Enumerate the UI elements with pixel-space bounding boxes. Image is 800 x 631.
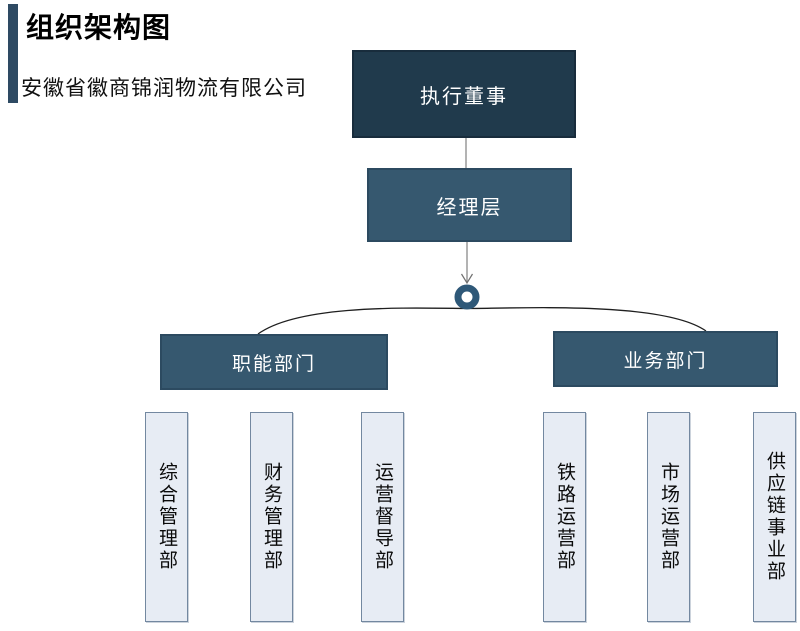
leaf-node-operations-supervision: 运营督导部 — [361, 412, 404, 622]
down-arrowhead-icon — [460, 273, 474, 285]
node-functional-departments: 职能部门 — [160, 334, 388, 390]
company-name-subtitle: 安徽省徽商锦润物流有限公司 — [21, 76, 307, 100]
node-business-departments: 业务部门 — [553, 331, 778, 387]
leaf-label: 财务管理部 — [261, 462, 282, 572]
leaf-label: 市场运营部 — [658, 462, 679, 572]
leaf-node-railway-operations: 铁路运营部 — [543, 412, 586, 622]
leaf-label: 运营督导部 — [372, 462, 393, 572]
leaf-node-general-management: 综合管理部 — [145, 412, 188, 622]
leaf-node-supply-chain-division: 供应链事业部 — [753, 412, 796, 622]
node-management-level: 经理层 — [367, 168, 572, 242]
node-executive-director: 执行董事 — [352, 50, 576, 138]
leaf-node-finance-management: 财务管理部 — [250, 412, 293, 622]
leaf-node-market-operations: 市场运营部 — [647, 412, 690, 622]
leaf-label: 供应链事业部 — [764, 451, 785, 583]
page-title: 组织架构图 — [26, 12, 172, 43]
leaf-label: 铁路运营部 — [554, 462, 575, 572]
hub-ring-icon — [454, 284, 480, 310]
title-accent-bar — [8, 4, 18, 103]
hub-to-functional-curve — [257, 307, 468, 335]
hub-to-business-curve — [466, 307, 707, 332]
leaf-label: 综合管理部 — [156, 462, 177, 572]
